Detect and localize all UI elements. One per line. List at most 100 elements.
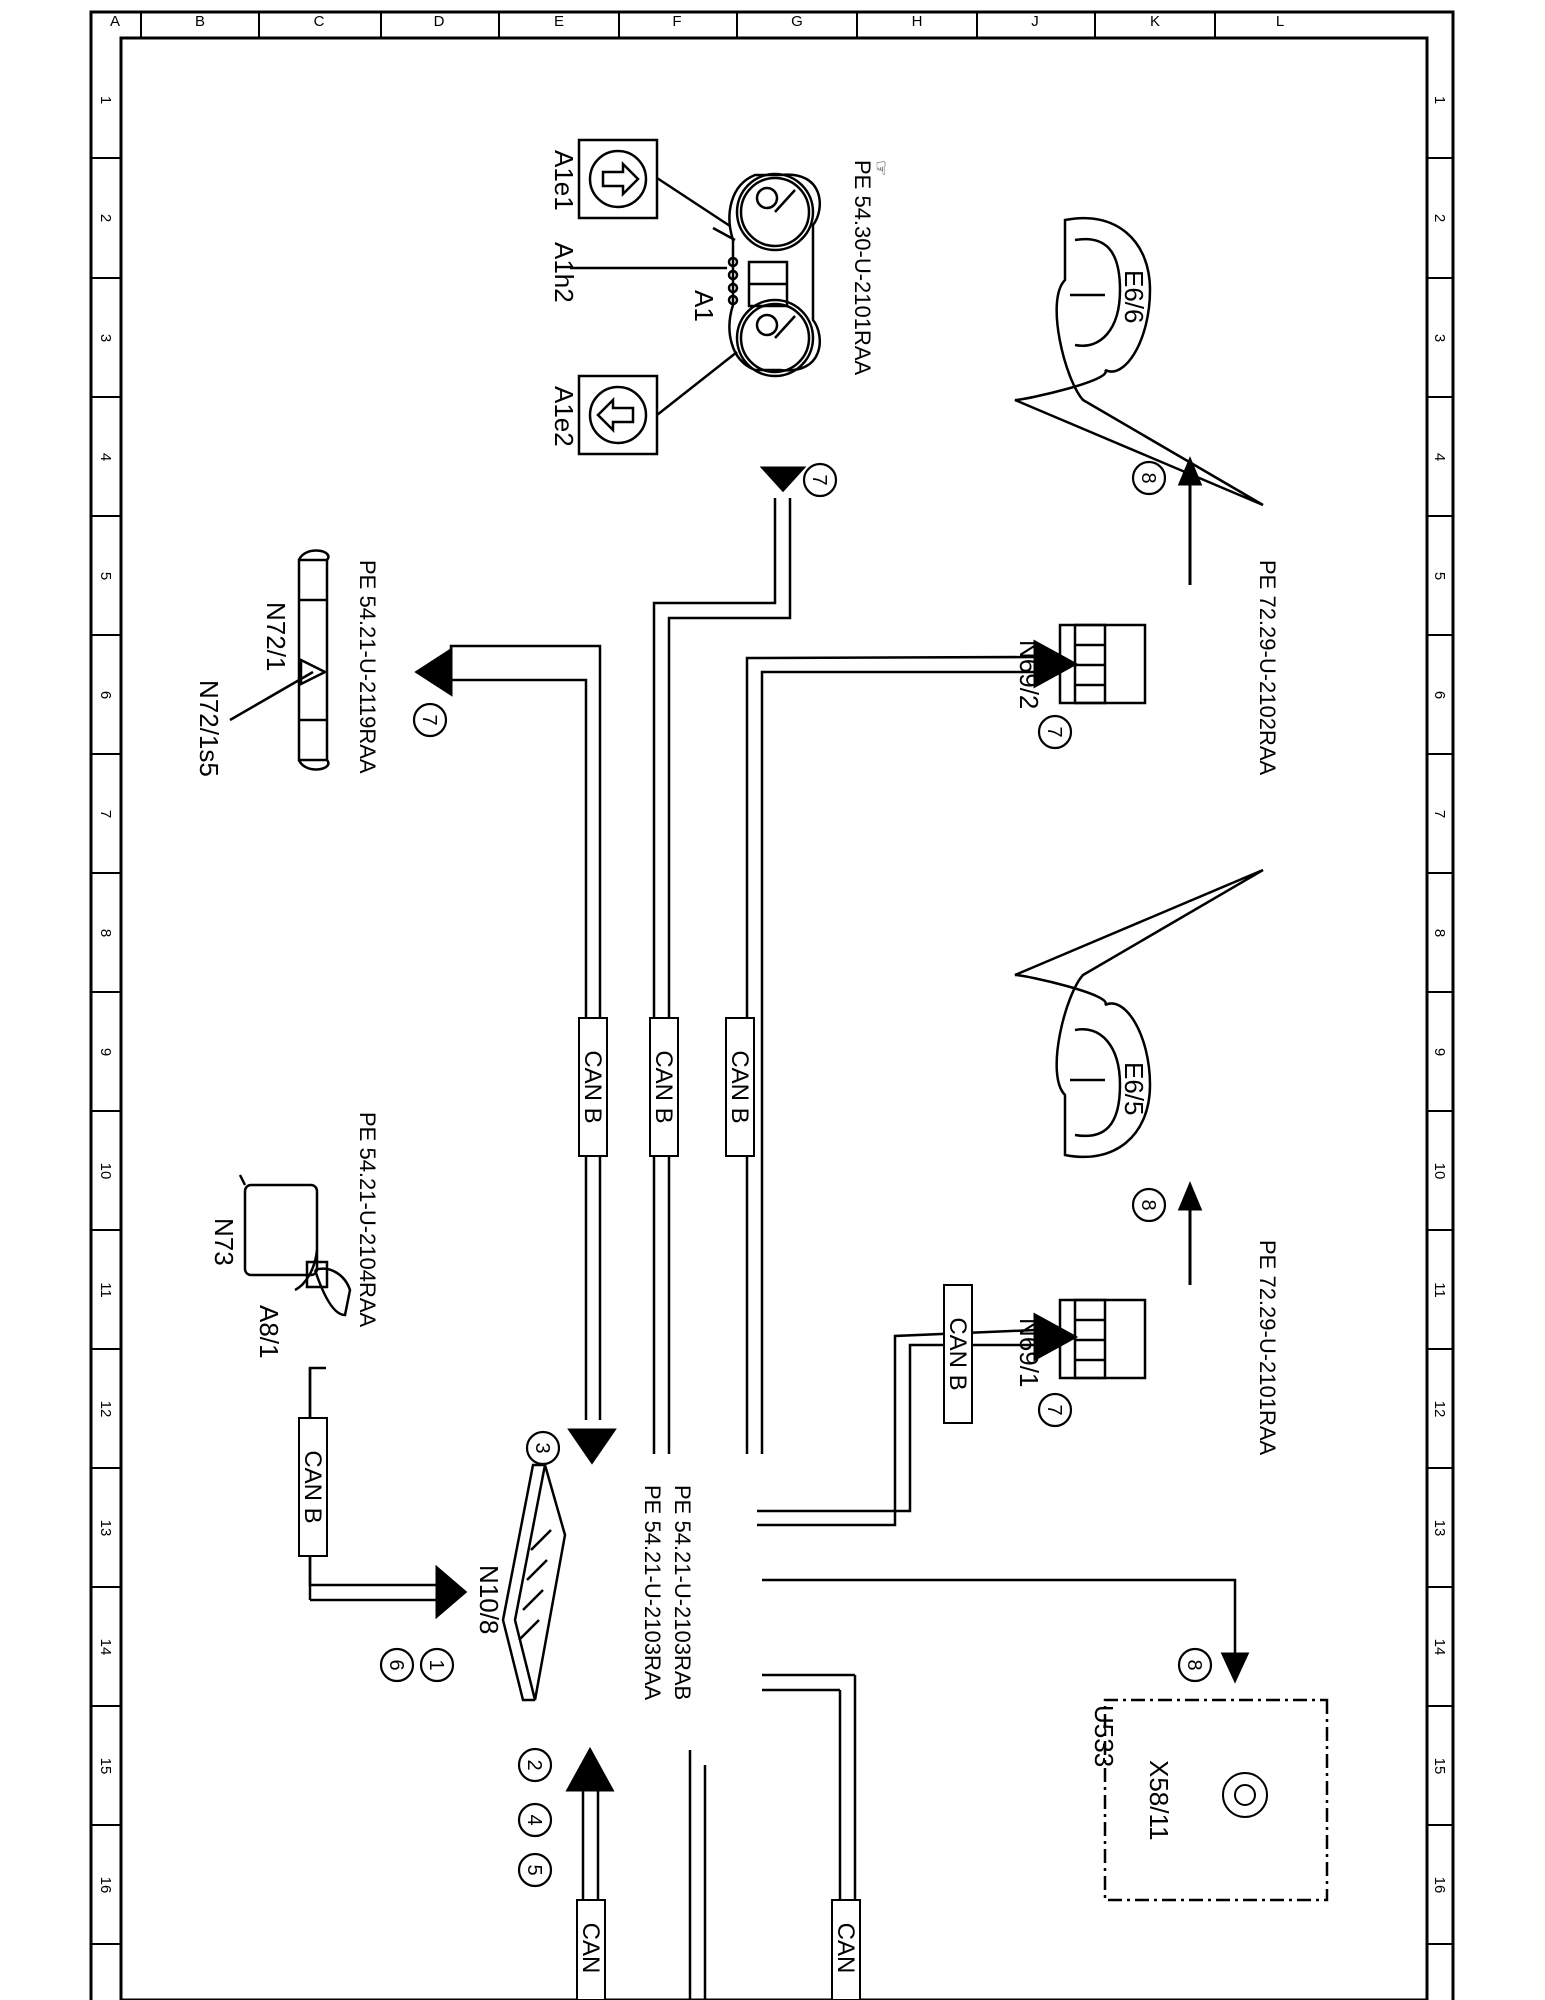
- circle-number: 1: [425, 1659, 447, 1670]
- row-label: 2: [1431, 214, 1448, 222]
- row-label: 16: [97, 1877, 114, 1894]
- arrow-up-a1: [759, 466, 807, 493]
- column-label: G: [791, 13, 803, 30]
- arrow-from-bottom: [565, 1746, 615, 1792]
- label-a1: A1: [689, 290, 719, 322]
- column-label: F: [672, 13, 681, 30]
- can-label: CAN: [577, 1923, 604, 1974]
- connector-n69-1: [1058, 1298, 1147, 1380]
- mirror-e6-5: [1014, 868, 1264, 1159]
- row-grid: [91, 157, 1453, 1945]
- column-label: E: [554, 13, 564, 30]
- row-label: 9: [97, 1048, 114, 1056]
- row-label: 15: [1431, 1758, 1448, 1775]
- row-label: 4: [1431, 453, 1448, 461]
- column-label: H: [912, 13, 923, 30]
- row-label: 12: [97, 1401, 114, 1418]
- circle-number: 4: [523, 1814, 545, 1825]
- label-a1h2: A1h2: [549, 242, 579, 303]
- label-n73: N73: [209, 1218, 239, 1266]
- row-label: 3: [97, 334, 114, 342]
- arrow-n69-1: [1033, 1312, 1079, 1362]
- circle-number: 7: [1043, 726, 1065, 737]
- circle-number-labels: 7 7 7 7 8 8 8 3 6 1 2 4 5: [385, 472, 1205, 1875]
- column-label: C: [314, 13, 325, 30]
- arrow-n10-left: [435, 1564, 468, 1620]
- row-label: 14: [97, 1639, 114, 1656]
- row-label: 14: [1431, 1639, 1448, 1656]
- column-label: L: [1276, 13, 1284, 30]
- label-n69-1: N69/1: [1014, 1318, 1044, 1387]
- label-e6-5: E6/5: [1119, 1062, 1149, 1116]
- can-label: CAN B: [726, 1050, 753, 1123]
- circle-number: 8: [1137, 1199, 1159, 1210]
- row-label: 10: [97, 1163, 114, 1180]
- can-label: CAN B: [650, 1050, 677, 1123]
- row-label: 16: [1431, 1877, 1448, 1894]
- can-labels: CAN B CAN B CAN B CAN B CAN B CAN CAN: [298, 1017, 973, 2000]
- row-label: 7: [97, 810, 114, 818]
- row-label: 6: [97, 691, 114, 699]
- frame: [89, 10, 1455, 2000]
- column-grid: [140, 12, 1216, 38]
- ref-a1: PE 54.30-U-2101RAA: [850, 160, 875, 376]
- row-label: 6: [1431, 691, 1448, 699]
- row-label: 13: [1431, 1520, 1448, 1537]
- row-label: 11: [1431, 1282, 1448, 1298]
- label-n69-2: N69/2: [1014, 640, 1044, 709]
- row-label: 5: [1431, 572, 1448, 580]
- arrows: [414, 456, 1250, 1792]
- label-n72-1: N72/1: [261, 602, 291, 671]
- control-unit-n10-8: [501, 1463, 567, 1702]
- circle-number: 8: [1137, 472, 1159, 483]
- arrow-u533: [1220, 1652, 1250, 1684]
- circle-number: 7: [1043, 1404, 1065, 1415]
- circle-number: 5: [523, 1864, 545, 1875]
- bus-wires: [308, 498, 1237, 2000]
- ref-n73: PE 54.21-U-2104RAA: [355, 1112, 380, 1328]
- label-n72-1s5: N72/1s5: [194, 680, 224, 777]
- ref-n10-8-a: PE 54.21-U-2103RAA: [640, 1485, 665, 1701]
- label-x58-11: X58/11: [1144, 1760, 1174, 1840]
- hand-icon: ☞: [871, 160, 891, 176]
- gauge-right: [735, 298, 815, 378]
- row-label: 15: [97, 1758, 114, 1775]
- can-label: CAN B: [299, 1450, 326, 1523]
- circle-number: 6: [385, 1659, 407, 1670]
- column-label: J: [1031, 13, 1039, 30]
- label-a1e1: A1e1: [549, 150, 579, 211]
- column-label: D: [434, 13, 445, 30]
- row-labels: 1 1 2 2 3 3 4 4 5 5 6 6 7 7 8 8 9 9 10 1…: [97, 96, 1448, 1894]
- row-label: 3: [1431, 334, 1448, 342]
- label-e6-6: E6/6: [1119, 270, 1149, 324]
- row-label: 7: [1431, 810, 1448, 818]
- row-label: 12: [1431, 1401, 1448, 1418]
- label-n10-8: N10/8: [474, 1565, 504, 1634]
- row-label: 1: [97, 96, 114, 104]
- can-label: CAN B: [579, 1050, 606, 1123]
- can-label: CAN: [832, 1923, 859, 1974]
- circle-number: 7: [418, 714, 440, 725]
- row-label: 2: [97, 214, 114, 222]
- column-label: A: [110, 13, 120, 30]
- row-label: 10: [1431, 1163, 1448, 1180]
- label-u533: U533: [1089, 1705, 1119, 1767]
- row-label: 8: [1431, 929, 1448, 937]
- connector-n69-2: [1058, 623, 1147, 705]
- gauge-left: [735, 172, 815, 252]
- ignition-switch-n73: [238, 1174, 352, 1317]
- mirror-e6-6: [1014, 216, 1264, 507]
- socket-x58-11: [1222, 1772, 1268, 1818]
- row-label: 5: [97, 572, 114, 580]
- circle-numbers: [379, 460, 1213, 1888]
- circle-number: 2: [523, 1759, 545, 1770]
- row-label: 11: [97, 1282, 114, 1298]
- can-label: CAN B: [944, 1317, 971, 1390]
- ref-e6-6: PE 72.29-U-2102RAA: [1255, 560, 1280, 776]
- instrument-cluster-a1: [570, 138, 821, 456]
- row-label: 9: [1431, 1048, 1448, 1056]
- circle-number: 8: [1183, 1659, 1205, 1670]
- circle-number: 7: [808, 474, 830, 485]
- column-label: K: [1150, 13, 1160, 30]
